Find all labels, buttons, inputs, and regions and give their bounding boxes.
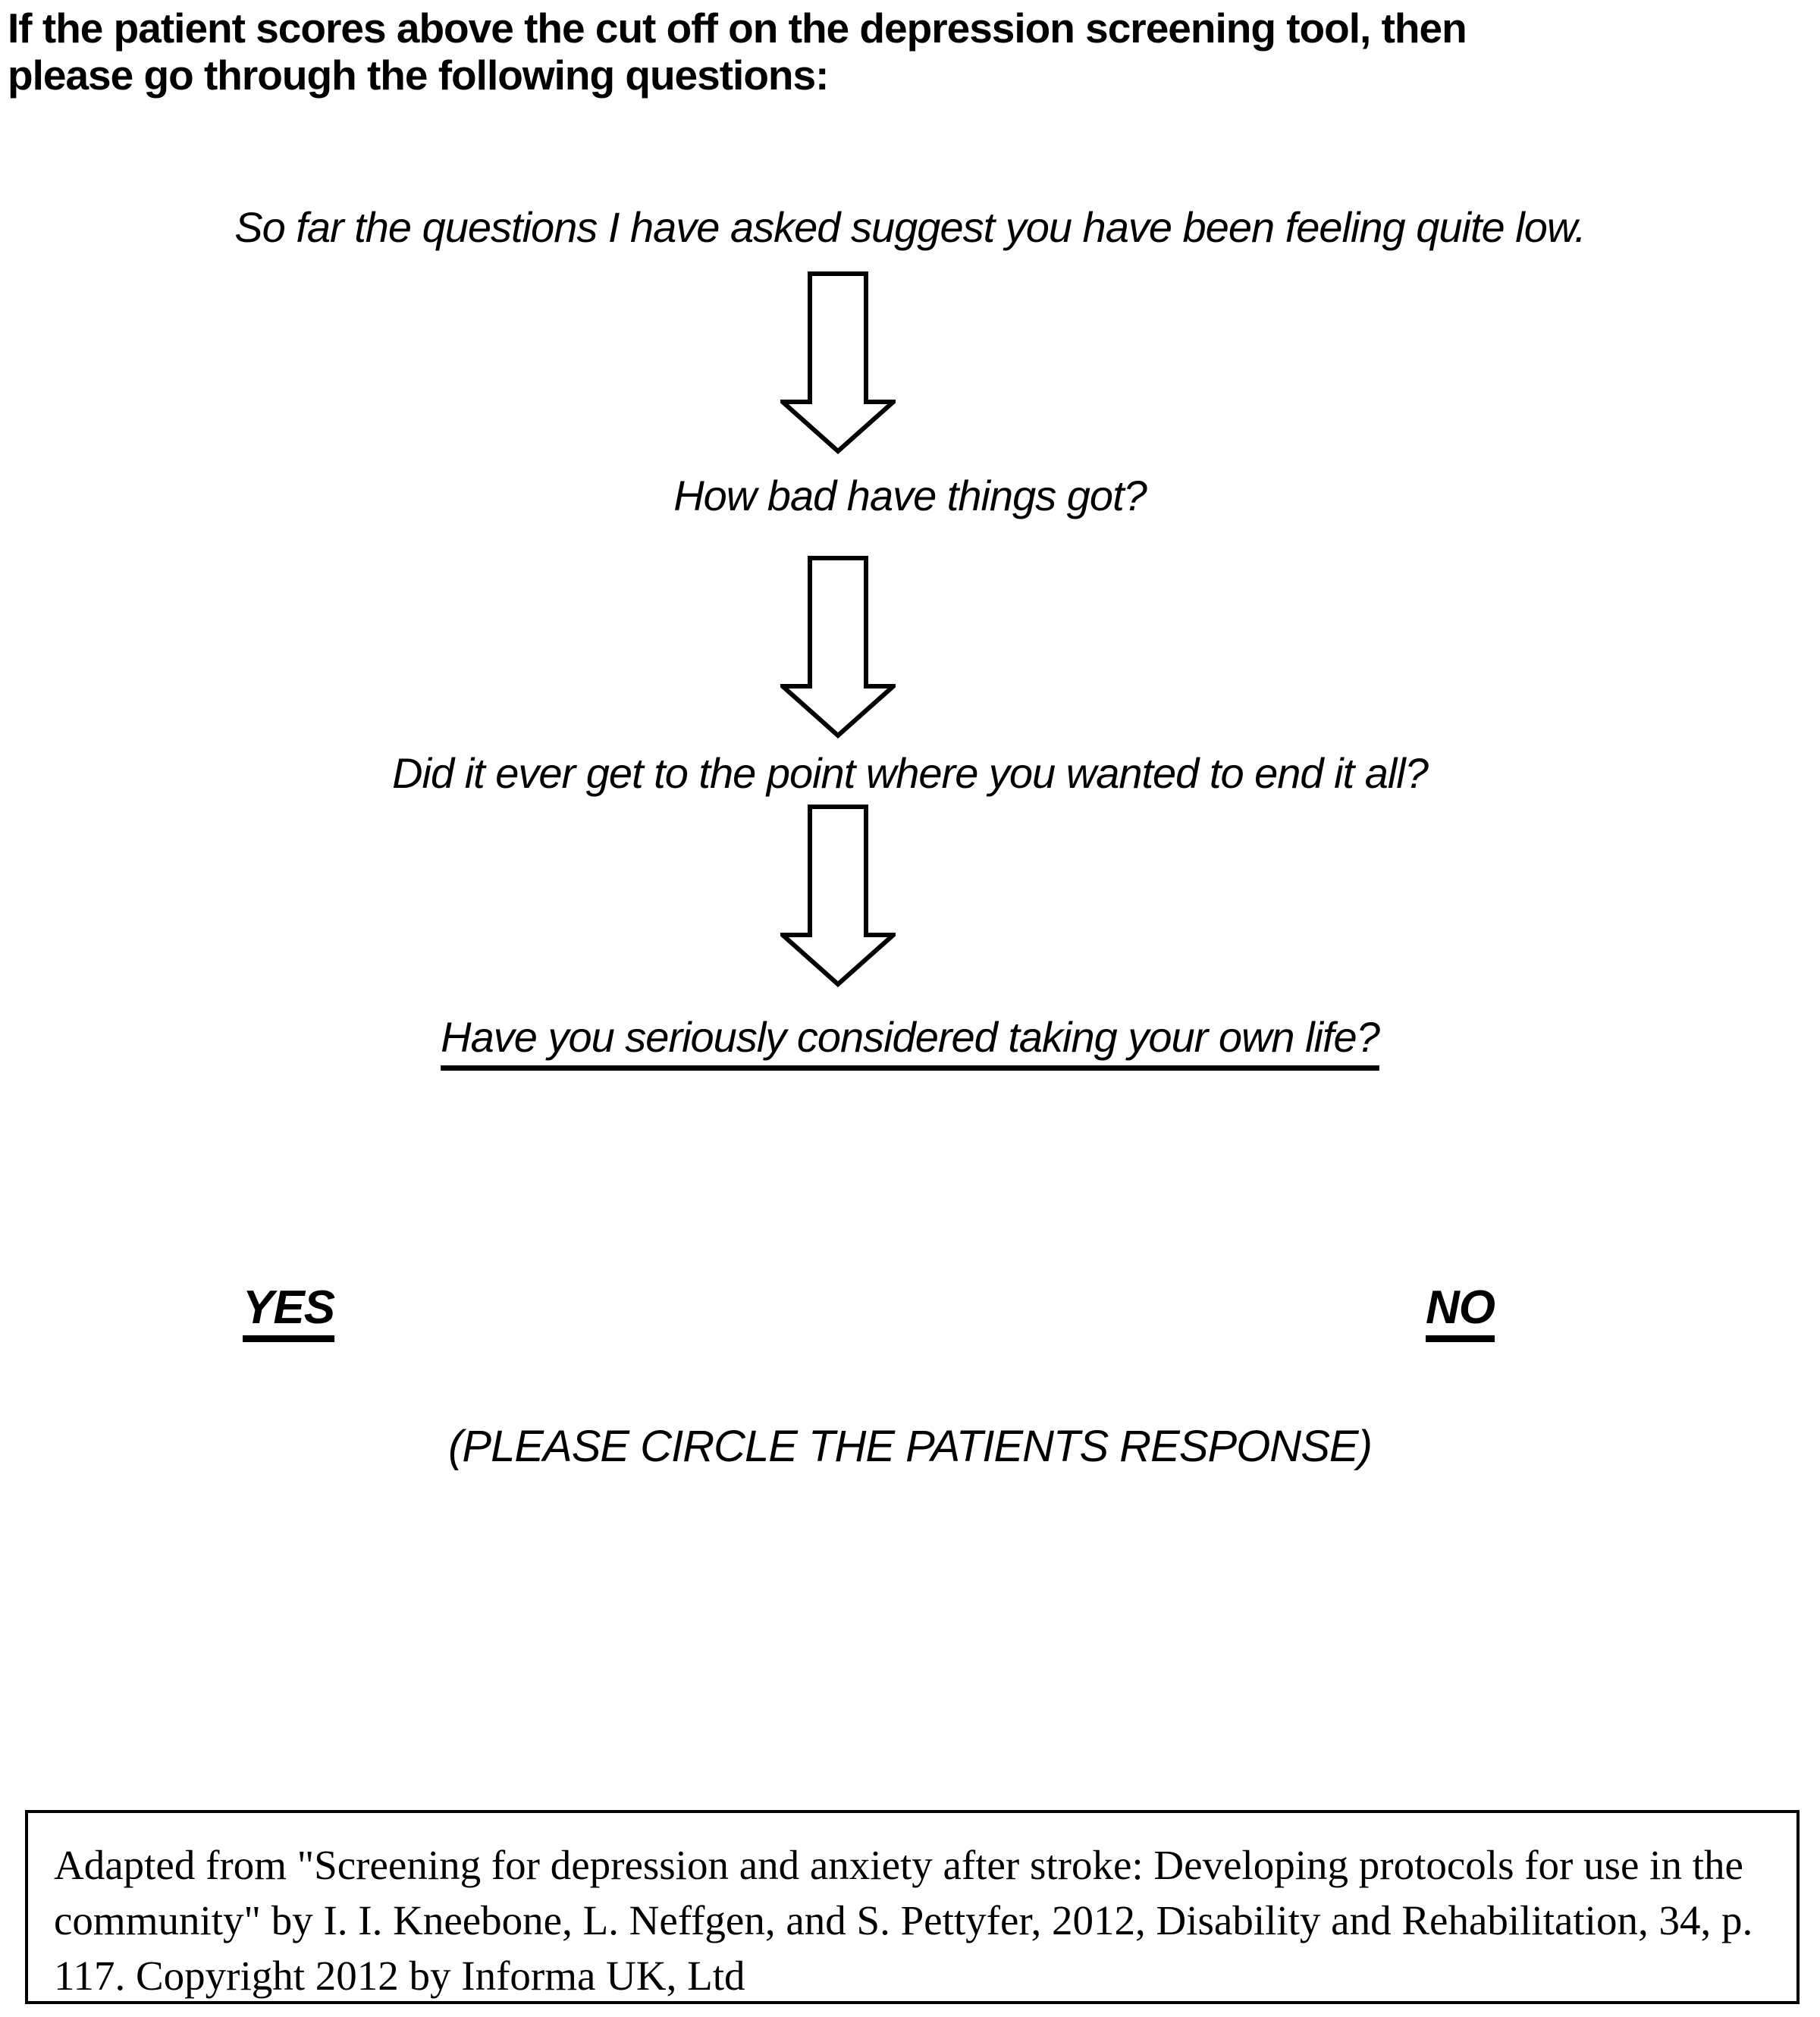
question-how-bad: How bad have things got? [673, 472, 1147, 519]
circle-response-instruction: (PLEASE CIRCLE THE PATIENTS RESPONSE) [448, 1422, 1373, 1471]
down-arrow-icon [780, 271, 896, 455]
yes-option: YES [243, 1281, 335, 1334]
down-arrow-icon [780, 805, 896, 988]
question-end-it-all: Did it ever get to the point where you w… [392, 749, 1429, 797]
down-arrow-icon [780, 556, 896, 739]
page-title-line-2: please go through the following question… [8, 52, 829, 99]
citation-text: Adapted from "Screening for depression a… [54, 1842, 1753, 1999]
question-own-life-text: Have you seriously considered taking you… [441, 1013, 1380, 1061]
no-option: NO [1426, 1281, 1495, 1334]
question-own-life: Have you seriously considered taking you… [0, 1013, 1820, 1062]
page-title-line-1: If the patient scores above the cut off … [8, 5, 1467, 52]
citation-box: Adapted from "Screening for depression a… [25, 1810, 1800, 2004]
page-title: If the patient scores above the cut off … [8, 5, 1818, 99]
intro-statement: So far the questions I have asked sugges… [234, 203, 1586, 251]
